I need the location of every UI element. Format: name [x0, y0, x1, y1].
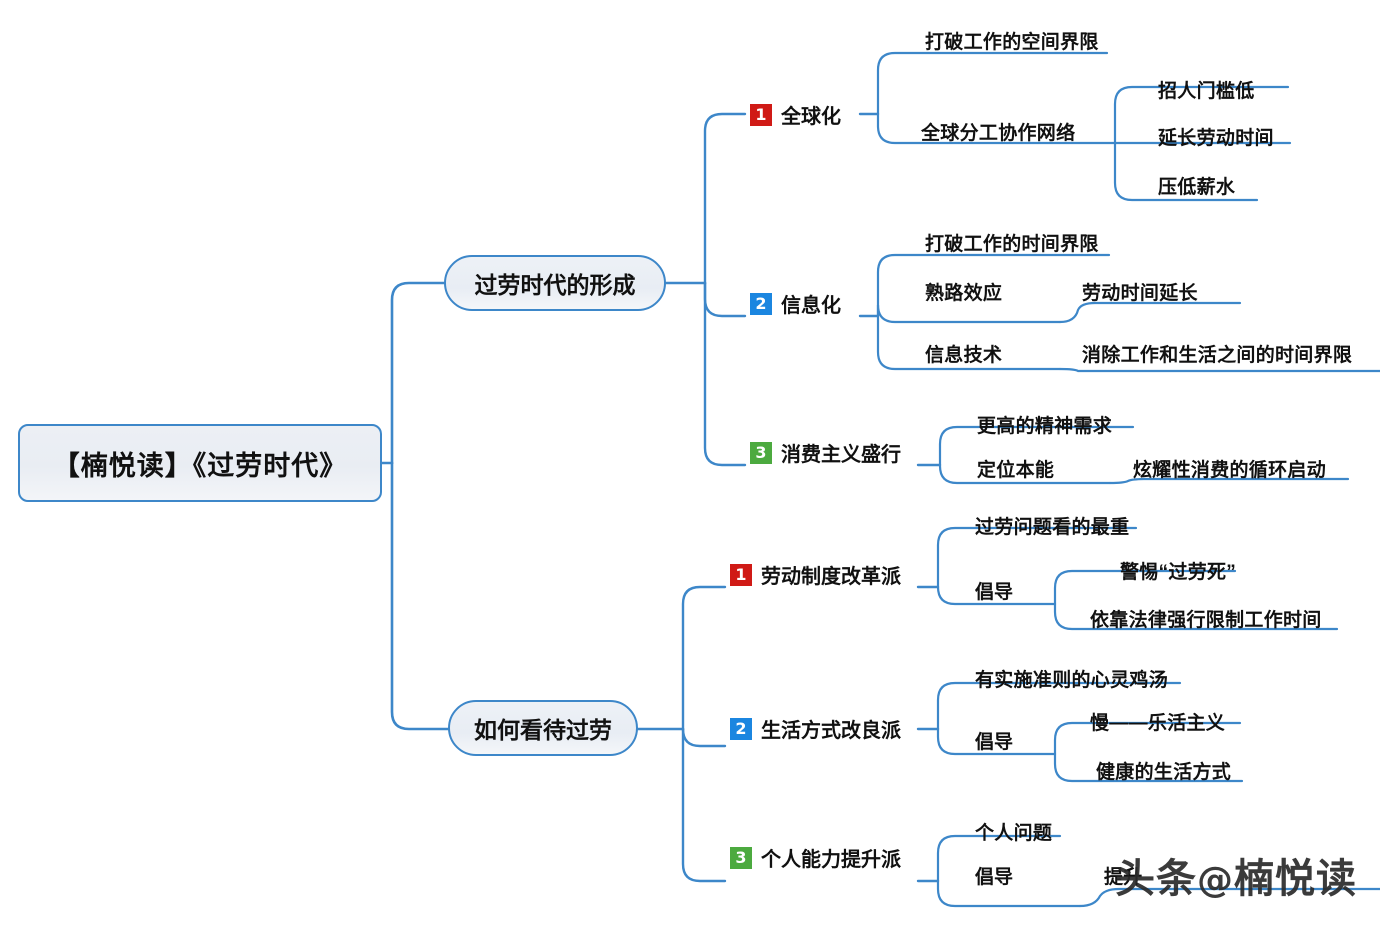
- topic-node-formation[interactable]: 过劳时代的形成: [444, 255, 666, 311]
- badge-number-1: 1: [730, 563, 752, 586]
- leaf-improve-ability[interactable]: 提升: [1104, 867, 1143, 888]
- leaf-personal-problem[interactable]: 个人问题: [975, 823, 1053, 844]
- leaf-practicable-chicken-soup[interactable]: 有实施准则的心灵鸡汤: [975, 670, 1169, 691]
- leaf-global-division-network[interactable]: 全球分工协作网络: [921, 123, 1076, 144]
- watermark-name: 楠悦读: [1234, 857, 1357, 901]
- leaf-labor-time-extension[interactable]: 劳动时间延长: [1082, 283, 1198, 304]
- branch-lifestyle-improvement[interactable]: 2 生活方式改良派: [730, 714, 901, 743]
- topic-label: 如何看待过劳: [474, 717, 612, 743]
- leaf-extend-labor-time[interactable]: 延长劳动时间: [1158, 128, 1274, 149]
- leaf-suppress-wages[interactable]: 压低薪水: [1158, 177, 1236, 198]
- leaf-break-work-space-boundary[interactable]: 打破工作的空间界限: [925, 32, 1099, 53]
- leaf-familiar-path-effect[interactable]: 熟路效应: [925, 283, 1003, 304]
- topic-label: 过劳时代的形成: [474, 272, 636, 298]
- badge-number-2: 2: [750, 292, 772, 315]
- leaf-overwork-most-serious[interactable]: 过劳问题看的最重: [975, 517, 1130, 538]
- branch-label: 个人能力提升派: [761, 849, 901, 871]
- leaf-advocate-2[interactable]: 倡导: [975, 732, 1014, 753]
- leaf-low-hiring-threshold[interactable]: 招人门槛低: [1158, 81, 1255, 102]
- branch-label: 全球化: [781, 106, 841, 128]
- root-label: 【楠悦读】《过劳时代》: [52, 450, 348, 481]
- branch-label: 消费主义盛行: [781, 444, 901, 466]
- branch-label: 劳动制度改革派: [761, 566, 901, 588]
- branch-label: 生活方式改良派: [761, 720, 901, 742]
- badge-number-2: 2: [730, 717, 752, 740]
- leaf-information-technology[interactable]: 信息技术: [925, 345, 1003, 366]
- leaf-positioning-instinct[interactable]: 定位本能: [977, 460, 1055, 481]
- branch-personal-ability[interactable]: 3 个人能力提升派: [730, 843, 901, 872]
- leaf-break-work-time-boundary[interactable]: 打破工作的时间界限: [925, 234, 1099, 255]
- badge-number-3: 3: [730, 846, 752, 869]
- leaf-beware-karoshi[interactable]: 警惕“过劳死”: [1120, 562, 1237, 583]
- watermark-main: 头条: [1115, 857, 1197, 901]
- branch-globalization[interactable]: 1 全球化: [750, 100, 841, 129]
- leaf-legal-work-hour-limit[interactable]: 依靠法律强行限制工作时间: [1090, 610, 1322, 631]
- watermark-toutiao: 头条@楠悦读: [1115, 846, 1357, 904]
- leaf-higher-spiritual-needs[interactable]: 更高的精神需求: [977, 416, 1113, 437]
- leaf-erase-work-life-time-boundary[interactable]: 消除工作和生活之间的时间界限: [1082, 345, 1353, 366]
- branch-consumerism[interactable]: 3 消费主义盛行: [750, 438, 901, 467]
- badge-number-3: 3: [750, 441, 772, 464]
- topic-node-attitude[interactable]: 如何看待过劳: [448, 700, 638, 756]
- branch-labor-system-reform[interactable]: 1 劳动制度改革派: [730, 560, 901, 589]
- leaf-healthy-lifestyle[interactable]: 健康的生活方式: [1096, 762, 1232, 783]
- branch-label: 信息化: [781, 295, 841, 317]
- root-node[interactable]: 【楠悦读】《过劳时代》: [18, 424, 382, 502]
- branch-informatization[interactable]: 2 信息化: [750, 289, 841, 318]
- leaf-advocate-3[interactable]: 倡导: [975, 867, 1014, 888]
- watermark-at: @: [1197, 860, 1234, 901]
- leaf-conspicuous-consumption-cycle[interactable]: 炫耀性消费的循环启动: [1133, 460, 1327, 481]
- badge-number-1: 1: [750, 103, 772, 126]
- leaf-slow-lohas[interactable]: 慢——乐活主义: [1090, 713, 1226, 734]
- leaf-advocate-1[interactable]: 倡导: [975, 582, 1014, 603]
